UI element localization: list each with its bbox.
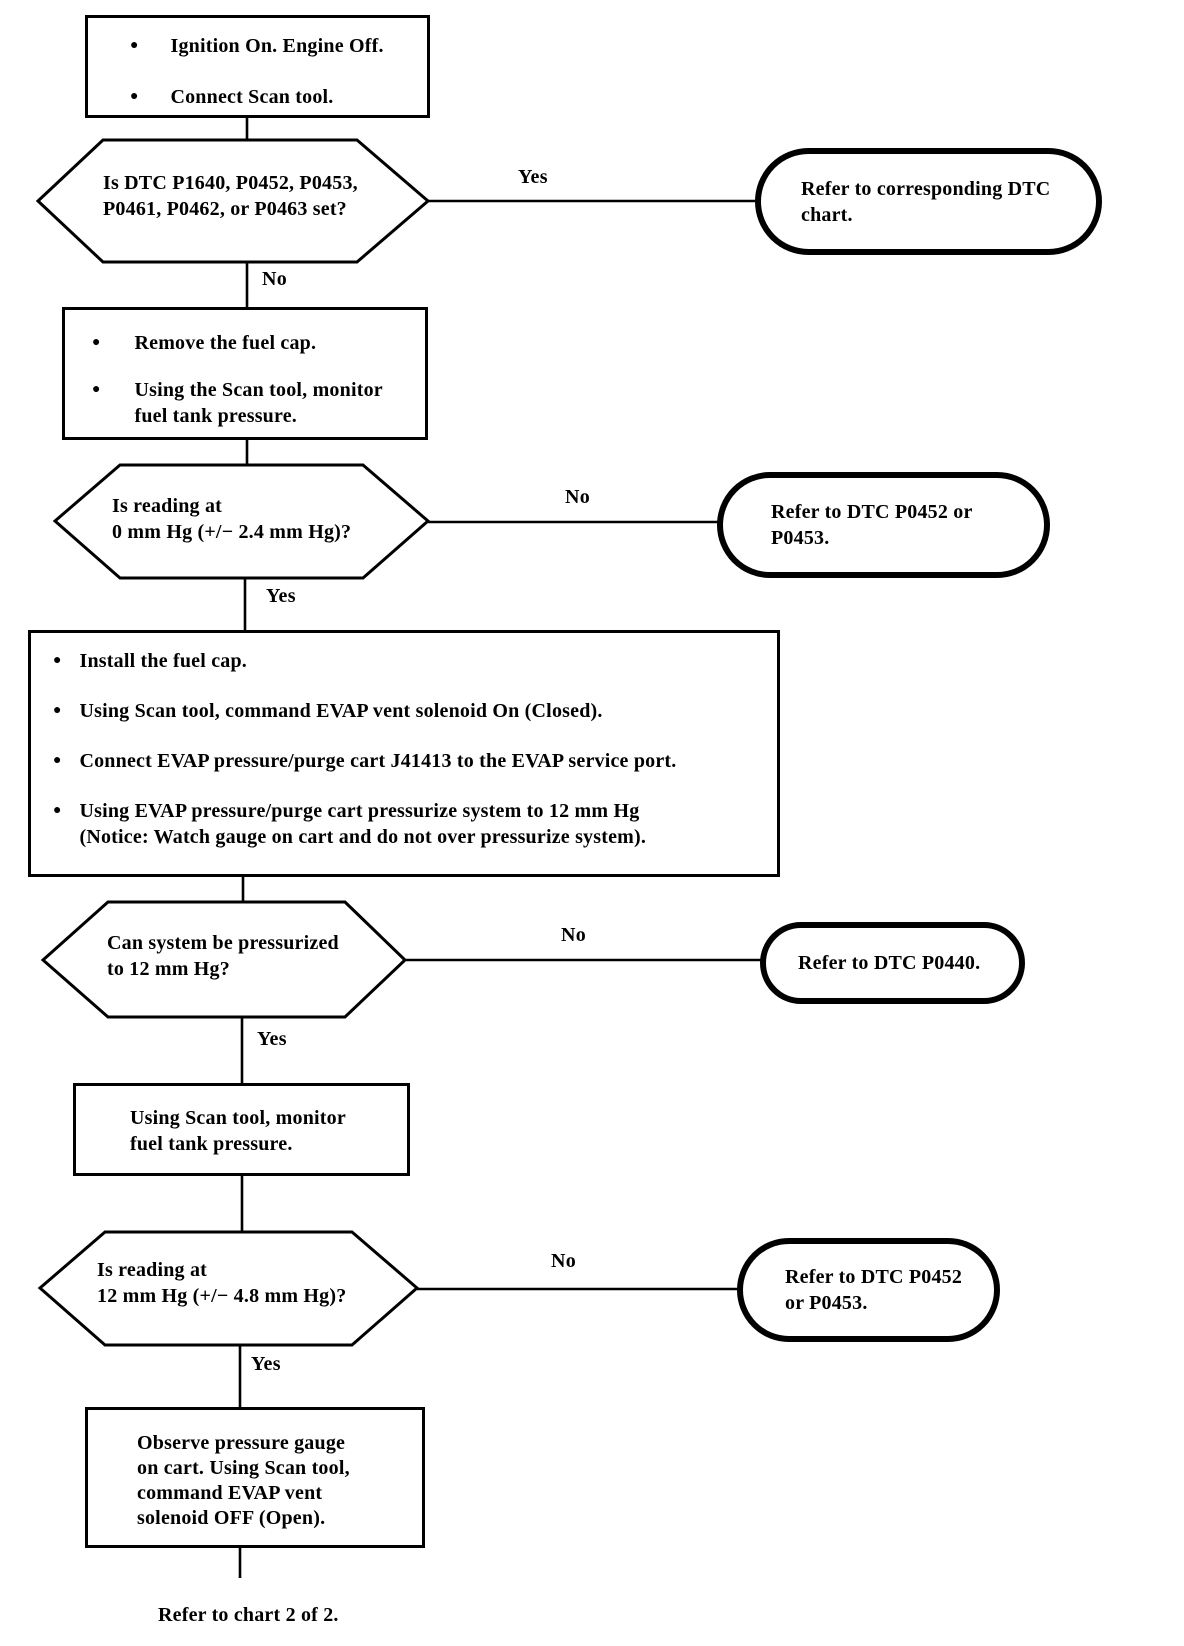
- decision-reading-12-no-label: No: [551, 1250, 577, 1272]
- start-step-text: Connect Scan tool.: [170, 86, 334, 108]
- process-step-text: Connect EVAP pressure/purge cart J41413 …: [79, 750, 677, 772]
- process-step-text: Install the fuel cap.: [79, 650, 248, 672]
- decision-dtc-shape: [35, 138, 431, 264]
- process-step-text: Using the Scan tool, monitor fuel tank p…: [134, 379, 383, 427]
- decision-pressurized-yes-label: Yes: [257, 1028, 287, 1050]
- process-observe-gauge: Observe pressure gauge on cart. Using Sc…: [85, 1407, 425, 1548]
- start-node: Ignition On. Engine Off. Connect Scan to…: [85, 15, 430, 118]
- terminal-refer-p0440: Refer to DTC P0440.: [760, 922, 1025, 1004]
- process-pressurize-system: Install the fuel cap. Using Scan tool, c…: [28, 630, 780, 877]
- process-text: Observe pressure gauge on cart. Using Sc…: [137, 1432, 350, 1529]
- decision-reading-0-shape: [52, 463, 431, 580]
- decision-reading-0-text: Is reading at 0 mm Hg (+/− 2.4 mm Hg)?: [112, 495, 352, 543]
- terminal-refer-p0452-p0453-b: Refer to DTC P0452 or P0453.: [737, 1238, 1000, 1342]
- terminal-text: Refer to DTC P0452 or P0453.: [785, 1266, 963, 1314]
- process-text: Using Scan tool, monitor fuel tank press…: [130, 1107, 346, 1155]
- decision-pressurized-shape: [40, 900, 408, 1019]
- start-step-text: Ignition On. Engine Off.: [170, 35, 384, 57]
- bullet-icon: [92, 330, 100, 356]
- bullet-icon: [92, 377, 100, 403]
- process-step-text: Remove the fuel cap.: [134, 332, 317, 354]
- terminal-refer-p0452-p0453-a: Refer to DTC P0452 or P0453.: [717, 472, 1050, 578]
- decision-reading-0-yes-label: Yes: [266, 585, 296, 607]
- footer-refer-chart-2: Refer to chart 2 of 2.: [158, 1604, 339, 1626]
- bullet-icon: [130, 33, 138, 59]
- process-monitor-pressure: Using Scan tool, monitor fuel tank press…: [73, 1083, 410, 1176]
- bullet-icon: [130, 84, 138, 110]
- process-step-text: Using EVAP pressure/purge cart pressuriz…: [79, 800, 647, 848]
- bullet-icon: [53, 798, 61, 824]
- decision-dtc-text: Is DTC P1640, P0452, P0453, P0461, P0462…: [103, 172, 358, 220]
- decision-dtc-yes-label: Yes: [518, 166, 548, 188]
- process-remove-fuel-cap: Remove the fuel cap. Using the Scan tool…: [62, 307, 428, 440]
- bullet-icon: [53, 648, 61, 674]
- decision-reading-12-text: Is reading at 12 mm Hg (+/− 4.8 mm Hg)?: [97, 1259, 347, 1307]
- decision-pressurized-no-label: No: [561, 924, 587, 946]
- terminal-text: Refer to DTC P0440.: [798, 952, 981, 974]
- decision-reading-12-shape: [37, 1230, 420, 1347]
- terminal-text: Refer to DTC P0452 or P0453.: [771, 501, 973, 549]
- bullet-icon: [53, 748, 61, 774]
- process-step-text: Using Scan tool, command EVAP vent solen…: [79, 700, 603, 722]
- decision-pressurized-text: Can system be pressurized to 12 mm Hg?: [107, 932, 339, 980]
- terminal-text: Refer to corresponding DTC chart.: [801, 177, 1051, 226]
- decision-reading-12-yes-label: Yes: [251, 1353, 281, 1375]
- decision-dtc-no-label: No: [262, 268, 288, 290]
- connector-lines: [238, 118, 762, 1578]
- decision-reading-0-no-label: No: [565, 486, 591, 508]
- terminal-refer-dtc-chart: Refer to corresponding DTC chart.: [755, 148, 1102, 255]
- bullet-icon: [53, 698, 61, 724]
